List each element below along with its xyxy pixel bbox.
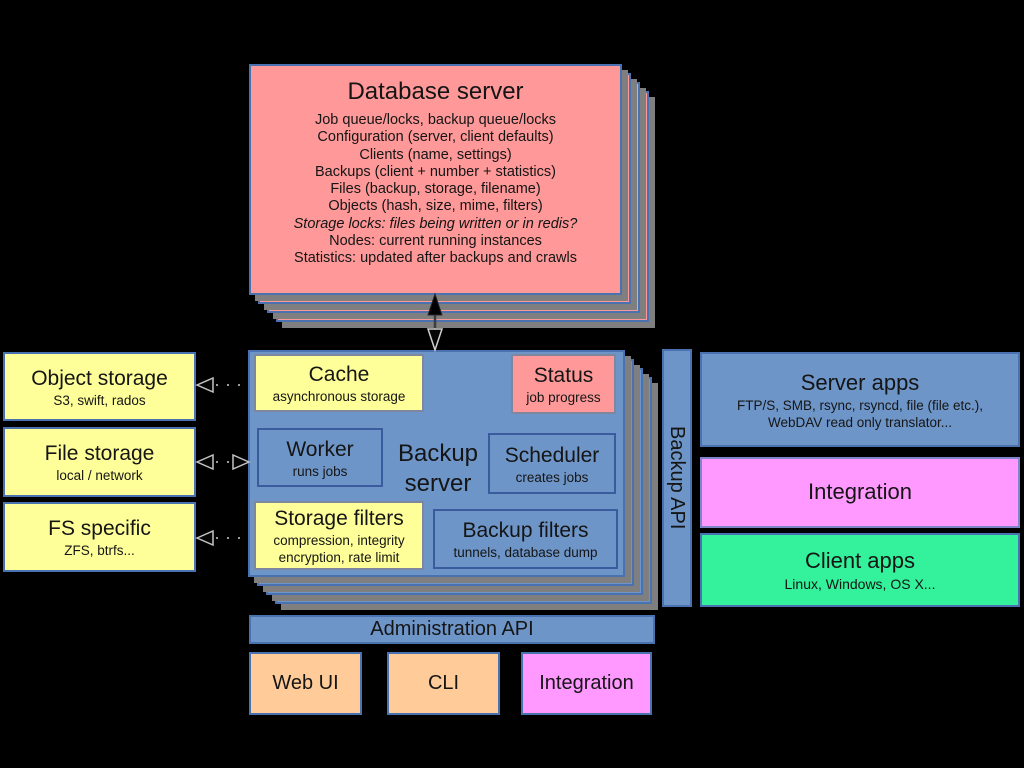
object-storage-title: Object storage — [31, 366, 168, 390]
file-storage-subtitle: local / network — [56, 468, 143, 483]
backup-server-label-line2: server — [404, 470, 472, 497]
box-client-apps: Client apps Linux, Windows, OS X... — [700, 533, 1020, 607]
storage-filters-subtitle: encryption, rate limit — [278, 550, 400, 565]
box-worker: Worker runs jobs — [257, 428, 383, 487]
database-line: Nodes: current running instances — [329, 233, 542, 250]
box-cache: Cache asynchronous storage — [254, 354, 424, 412]
backup-server-box: Cache asynchronous storage Status job pr… — [248, 350, 625, 577]
worker-subtitle: runs jobs — [292, 463, 348, 479]
box-status: Status job progress — [511, 354, 616, 414]
box-object-storage: Object storage S3, swift, rados — [3, 352, 196, 421]
box-integration-right: Integration — [700, 457, 1020, 528]
database-server-box: Database server Job queue/locks, backup … — [249, 64, 622, 295]
integration-right-label: Integration — [808, 479, 912, 505]
storage-filters-subtitle: compression, integrity — [273, 533, 405, 548]
backup-server-stack: Cache asynchronous storage Status job pr… — [248, 350, 652, 604]
box-fs-specific: FS specific ZFS, btrfs... — [3, 502, 196, 572]
box-integration-bottom: Integration — [521, 652, 652, 715]
status-subtitle: job progress — [526, 390, 601, 405]
admin-api-label: Administration API — [370, 618, 534, 640]
database-line: Job queue/locks, backup queue/locks — [314, 112, 557, 128]
file-storage-connector-arrow-icon — [195, 453, 251, 471]
cli-label: CLI — [427, 672, 460, 694]
server-apps-subtitle: FTP/S, SMB, rsync, rsyncd, file (file et… — [736, 397, 984, 413]
worker-title: Worker — [286, 437, 354, 461]
database-line: Objects (hash, size, mime, filters) — [328, 198, 543, 215]
backup-api-label: Backup API — [666, 426, 688, 530]
box-server-apps: Server apps FTP/S, SMB, rsync, rsyncd, f… — [700, 352, 1020, 447]
fs-specific-connector-arrow-icon — [195, 529, 248, 547]
fs-specific-title: FS specific — [48, 517, 151, 540]
admin-api-bar: Administration API — [249, 615, 655, 644]
server-apps-subtitle: WebDAV read only translator... — [767, 414, 953, 430]
database-server-title: Database server — [347, 78, 524, 105]
scheduler-title: Scheduler — [504, 443, 600, 467]
object-storage-connector-arrow-icon — [195, 376, 248, 394]
storage-filters-title: Storage filters — [274, 507, 404, 530]
backup-filters-subtitle: tunnels, database dump — [453, 545, 598, 560]
database-line: Configuration (server, client defaults) — [317, 129, 554, 146]
database-line: Storage locks: files being written or in… — [293, 215, 578, 232]
integration-bottom-label: Integration — [539, 672, 634, 694]
object-storage-subtitle: S3, swift, rados — [53, 392, 146, 408]
client-apps-title: Client apps — [804, 548, 916, 573]
box-file-storage: File storage local / network — [3, 427, 196, 497]
backup-api-bar: Backup API — [662, 349, 692, 607]
box-web-ui: Web UI — [249, 652, 362, 715]
database-server-stack: Database server Job queue/locks, backup … — [249, 64, 649, 322]
cache-title: Cache — [308, 363, 370, 386]
fs-specific-subtitle: ZFS, btrfs... — [64, 543, 135, 558]
database-line: Files (backup, storage, filename) — [330, 181, 541, 198]
backup-server-label: Backup server — [386, 439, 490, 499]
database-line: Clients (name, settings) — [359, 146, 512, 163]
box-cli: CLI — [387, 652, 500, 715]
box-storage-filters: Storage filters compression, integrity e… — [254, 501, 424, 570]
file-storage-title: File storage — [44, 442, 155, 465]
web-ui-label: Web UI — [272, 672, 339, 694]
scheduler-subtitle: creates jobs — [515, 469, 589, 485]
client-apps-subtitle: Linux, Windows, OS X... — [784, 576, 936, 592]
box-scheduler: Scheduler creates jobs — [488, 433, 616, 494]
database-backup-arrow-icon — [426, 292, 444, 353]
cache-subtitle: asynchronous storage — [272, 389, 406, 404]
database-line: Statistics: updated after backups and cr… — [294, 250, 577, 267]
backup-server-label-line1: Backup — [397, 440, 479, 467]
box-backup-filters: Backup filters tunnels, database dump — [433, 509, 618, 569]
status-title: Status — [533, 364, 594, 387]
backup-filters-title: Backup filters — [462, 519, 589, 542]
database-line: Backups (client + number + statistics) — [315, 163, 556, 180]
server-apps-title: Server apps — [800, 369, 920, 395]
